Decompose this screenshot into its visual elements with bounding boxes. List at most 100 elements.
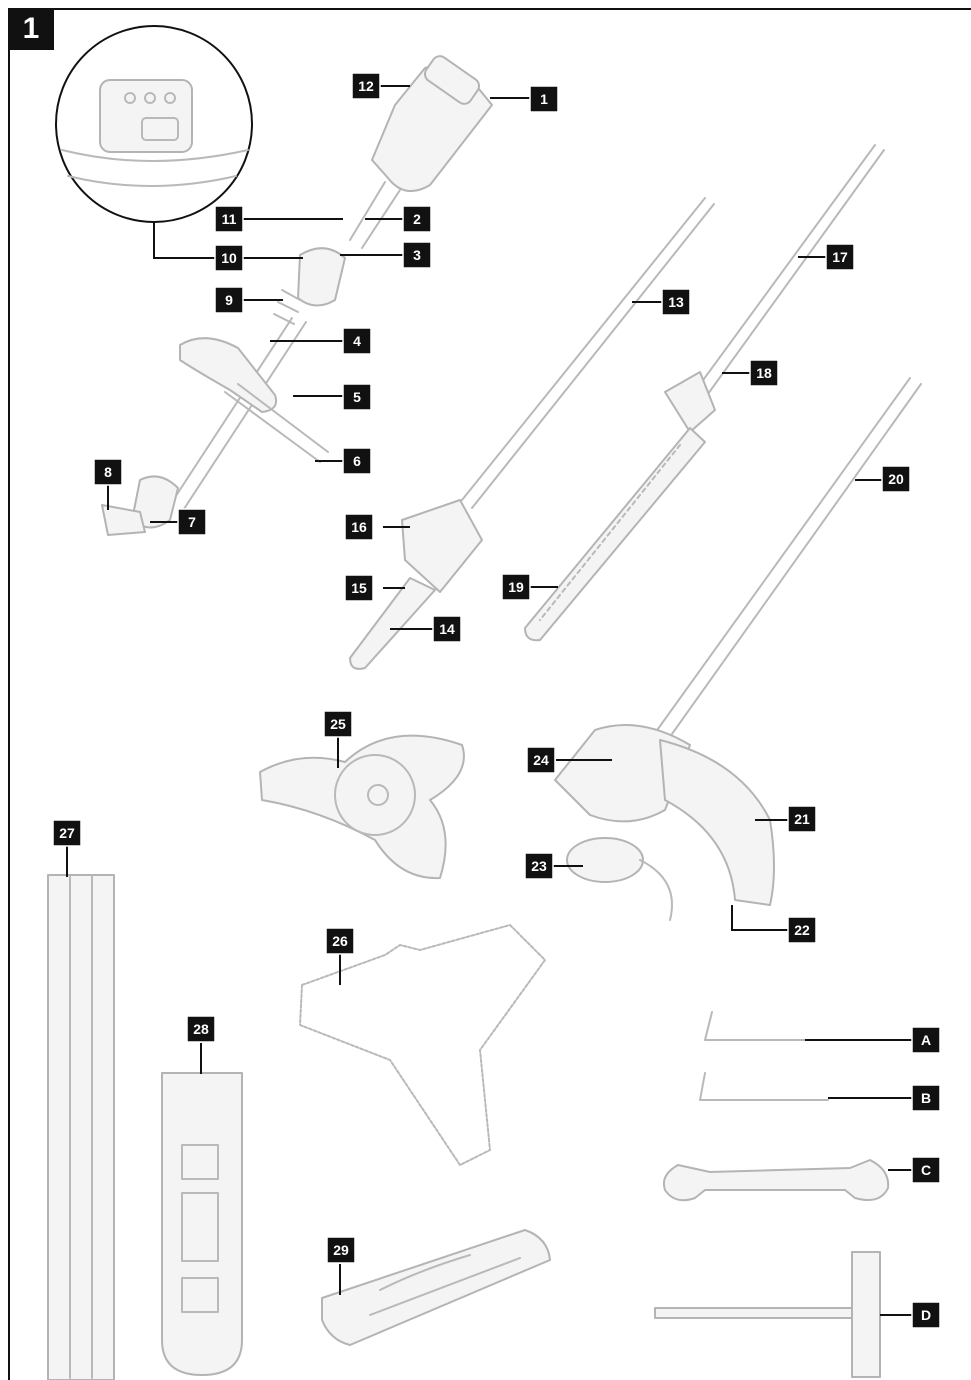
- handle-grip-bar: [224, 383, 329, 463]
- callout-label: 14: [439, 621, 455, 637]
- cutting-line: [639, 859, 673, 921]
- three-tooth-blade: [299, 924, 546, 1166]
- hedge-blade-cover: [321, 1229, 551, 1346]
- pole-saw-shaft: [461, 197, 715, 509]
- coupling-end: [101, 504, 146, 536]
- callout-1: 1: [529, 85, 559, 113]
- callout-10: 10: [214, 244, 244, 272]
- callout-20: 20: [881, 465, 911, 493]
- callout-label: B: [921, 1090, 931, 1106]
- spark-plug-wrench: [851, 1251, 881, 1378]
- callout-label: 22: [794, 922, 810, 938]
- hedge-cover-details: [369, 1254, 521, 1316]
- callout-label: 1: [540, 91, 548, 107]
- blade-teeth: [539, 444, 681, 621]
- callout-24: 24: [526, 746, 556, 774]
- callout-label: 15: [351, 580, 367, 596]
- upper-shaft: [349, 181, 401, 249]
- callout-label: 23: [531, 858, 547, 874]
- callout-label: 13: [668, 294, 684, 310]
- pole-saw-attachment: [349, 197, 715, 670]
- callout-B: B: [911, 1084, 941, 1112]
- hex-key-small: [699, 1072, 829, 1101]
- callout-label: 18: [756, 365, 772, 381]
- callout-label: 17: [832, 249, 848, 265]
- callout-label: 28: [193, 1021, 209, 1037]
- callout-28: 28: [186, 1015, 216, 1043]
- articulating-head: [664, 371, 716, 433]
- callout-2: 2: [402, 205, 432, 233]
- blade-outline: [299, 924, 546, 1166]
- callout-label: 27: [59, 825, 75, 841]
- callout-17: 17: [825, 243, 855, 271]
- callout-label: 7: [188, 514, 196, 530]
- power-head: [101, 55, 493, 536]
- led-3: [164, 92, 176, 104]
- open-end-wrench: [662, 1159, 890, 1202]
- callout-label: 8: [104, 464, 112, 480]
- coupling-rings: [273, 289, 301, 325]
- callout-25: 25: [323, 710, 353, 738]
- callout-label: 29: [333, 1242, 349, 1258]
- hex-key-large: [704, 1011, 806, 1041]
- grass-trimmer-shaft: [649, 377, 922, 749]
- leader-lines: [66, 85, 912, 1316]
- callout-11: 11: [214, 205, 244, 233]
- callout-label: 9: [225, 292, 233, 308]
- grass-trimmer-attachment: [554, 377, 922, 921]
- handle-surface-lines: [61, 149, 249, 187]
- callout-23: 23: [524, 852, 554, 880]
- figure-frame: [8, 8, 971, 1380]
- indicator-panel: [99, 79, 193, 153]
- leader-22: [731, 905, 788, 931]
- callout-29: 29: [326, 1236, 356, 1264]
- callout-label: 26: [332, 933, 348, 949]
- hedge-trimmer-attachment: [524, 144, 885, 642]
- callout-label: 5: [353, 389, 361, 405]
- tri-blade-hub: [367, 784, 389, 806]
- battery-indicator-detail: [55, 25, 253, 259]
- led-2: [144, 92, 156, 104]
- callout-7: 7: [177, 508, 207, 536]
- callout-label: 12: [358, 78, 374, 94]
- callout-label: A: [921, 1032, 931, 1048]
- hedge-trimmer-shaft: [689, 144, 885, 406]
- callout-label: D: [921, 1307, 931, 1323]
- callout-label: C: [921, 1162, 931, 1178]
- callout-label: 3: [413, 247, 421, 263]
- callout-6: 6: [342, 447, 372, 475]
- callout-label: 19: [508, 579, 524, 595]
- callout-12: 12: [351, 72, 381, 100]
- callout-4: 4: [342, 327, 372, 355]
- chain-cover-window-2: [181, 1192, 219, 1262]
- tri-blade-ring: [334, 754, 416, 836]
- callout-19: 19: [501, 573, 531, 601]
- lower-shaft: [169, 317, 307, 513]
- callout-3: 3: [402, 241, 432, 269]
- chain-cover-body: [161, 1072, 243, 1376]
- callout-13: 13: [661, 288, 691, 316]
- callout-label: 25: [330, 716, 346, 732]
- screwdriver-shaft: [654, 1307, 861, 1319]
- callout-label: 21: [794, 811, 810, 827]
- callout-label: 2: [413, 211, 421, 227]
- callout-D: D: [911, 1301, 941, 1329]
- saw-bar-chain: [349, 577, 436, 670]
- callout-8: 8: [93, 458, 123, 486]
- guard: [659, 739, 775, 906]
- tri-blade-disc: [259, 734, 465, 880]
- spool: [566, 837, 644, 883]
- saw-head: [401, 499, 483, 593]
- callout-label: 6: [353, 453, 361, 469]
- chain-cover-window-3: [181, 1277, 219, 1313]
- saw-chain-cover: [161, 1072, 243, 1376]
- callout-16: 16: [344, 513, 374, 541]
- long-cover-body: [47, 874, 115, 1380]
- callout-label: 10: [221, 250, 237, 266]
- callout-14: 14: [432, 615, 462, 643]
- callout-22: 22: [787, 916, 817, 944]
- callout-26: 26: [325, 927, 355, 955]
- figure-number: 1: [8, 8, 54, 50]
